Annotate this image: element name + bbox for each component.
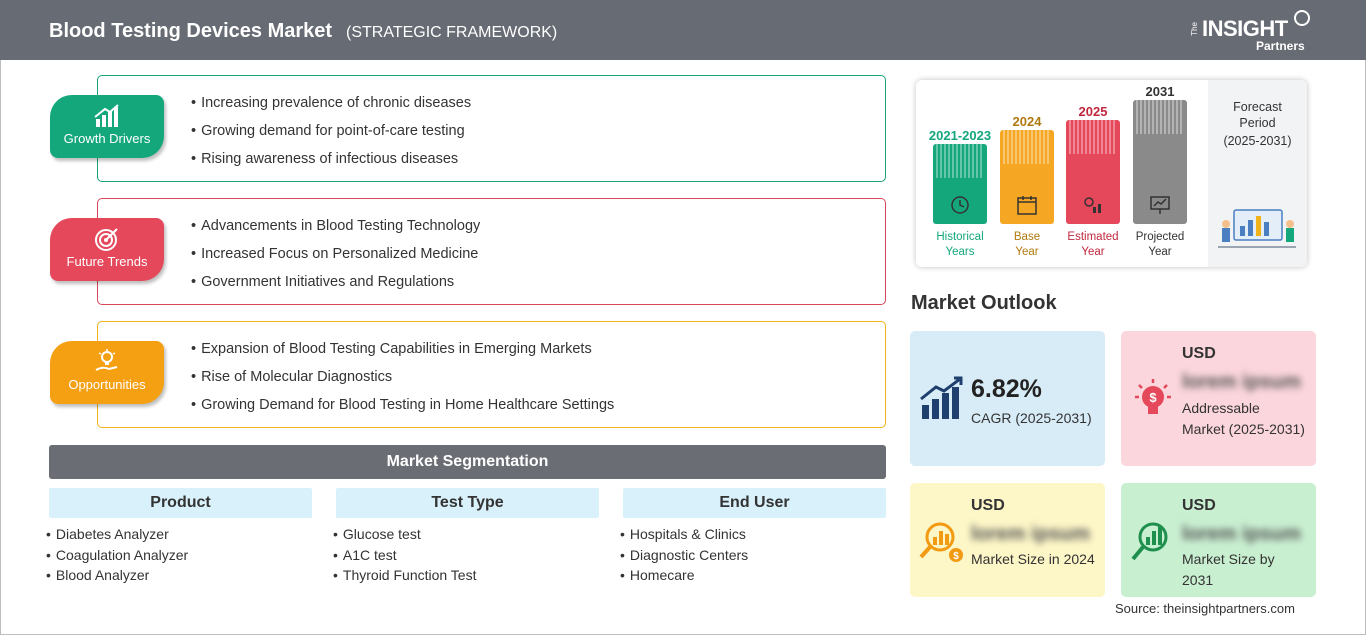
list-item: Expansion of Blood Testing Capabilities … bbox=[191, 341, 614, 369]
blurred-value: lorem ipsum bbox=[971, 523, 1090, 545]
estimated-year-bar bbox=[1066, 120, 1120, 224]
segment-product: Product Diabetes Analyzer Coagulation An… bbox=[49, 488, 312, 588]
list-item: Blood Analyzer bbox=[46, 567, 312, 588]
currency-label: USD bbox=[1182, 497, 1216, 514]
page-subtitle: (STRATEGIC FRAMEWORK) bbox=[346, 24, 558, 41]
magnifier-chart-icon: $ bbox=[919, 522, 963, 562]
future-trends-box: Advancements in Blood Testing Technology… bbox=[97, 198, 886, 305]
growth-drivers-box: Increasing prevalence of chronic disease… bbox=[97, 75, 886, 182]
bar-chart-growth-icon bbox=[94, 104, 119, 127]
year-label-historical: 2021-2023 bbox=[928, 128, 992, 143]
future-trends-tag: Future Trends bbox=[50, 218, 164, 281]
historical-years-bar bbox=[933, 144, 987, 224]
tag-label: Opportunities bbox=[68, 377, 146, 392]
cagr-label: CAGR (2025-2031) bbox=[971, 410, 1092, 426]
projected-year-bar bbox=[1133, 100, 1187, 224]
tag-label: Future Trends bbox=[66, 254, 148, 269]
list-item: Government Initiatives and Regulations bbox=[191, 274, 480, 302]
list-item: Hospitals & Clinics bbox=[620, 526, 886, 547]
lightbulb-dollar-icon: $ bbox=[1135, 379, 1171, 414]
year-label-base: 2024 bbox=[1012, 114, 1042, 129]
growth-chart-icon bbox=[920, 376, 963, 419]
list-item: Thyroid Function Test bbox=[333, 567, 599, 588]
list-item: Growing demand for point-of-care testing bbox=[191, 123, 471, 151]
lightbulb-hand-icon bbox=[95, 349, 118, 371]
insight-partners-logo[interactable]: The INSIGHT Partners bbox=[1190, 8, 1320, 54]
presentation-chart-icon bbox=[1150, 196, 1170, 214]
market-size-2024-card: $ USD lorem ipsum Market Size in 2024 bbox=[910, 483, 1105, 597]
opportunities-tag: Opportunities bbox=[50, 341, 164, 404]
list-item: Diagnostic Centers bbox=[620, 547, 886, 568]
market-outlook-title: Market Outlook bbox=[911, 292, 1057, 314]
list-item: Growing Demand for Blood Testing in Home… bbox=[191, 397, 614, 425]
svg-text:$: $ bbox=[953, 551, 959, 562]
segmentation-title: Market Segmentation bbox=[49, 445, 886, 479]
gear-chart-icon bbox=[1084, 197, 1101, 213]
currency-label: USD bbox=[1182, 345, 1216, 362]
segment-test-type: Test Type Glucose test A1C test Thyroid … bbox=[336, 488, 599, 588]
market-size-2031-card: USD lorem ipsum Market Size by 2031 bbox=[1121, 483, 1316, 597]
history-clock-icon bbox=[951, 196, 969, 214]
addressable-market-label: Addressable Market (2025-2031) bbox=[1182, 400, 1305, 437]
list-item: Increasing prevalence of chronic disease… bbox=[191, 95, 471, 123]
list-item: Rise of Molecular Diagnostics bbox=[191, 369, 614, 397]
list-item: Coagulation Analyzer bbox=[46, 547, 312, 568]
svg-text:$: $ bbox=[1149, 390, 1157, 405]
calendar-icon bbox=[1017, 196, 1037, 215]
addressable-market-card: $ USD lorem ipsum Addressable Market (20… bbox=[1121, 331, 1316, 466]
source-note[interactable]: Source: theinsightpartners.com bbox=[1115, 601, 1295, 616]
currency-label: USD bbox=[971, 497, 1005, 514]
target-icon bbox=[95, 228, 118, 251]
segment-header: Test Type bbox=[336, 488, 599, 518]
blurred-value: lorem ipsum bbox=[1182, 523, 1301, 545]
list-item: Glucose test bbox=[333, 526, 599, 547]
segment-header: End User bbox=[623, 488, 886, 518]
cagr-card: 6.82% CAGR (2025-2031) bbox=[910, 331, 1105, 466]
header-bar: Blood Testing Devices Market (STRATEGIC … bbox=[0, 0, 1366, 60]
list-item: A1C test bbox=[333, 547, 599, 568]
list-item: Increased Focus on Personalized Medicine bbox=[191, 246, 480, 274]
list-item: Advancements in Blood Testing Technology bbox=[191, 218, 480, 246]
analytics-people-illustration bbox=[1218, 209, 1296, 248]
list-item: Diabetes Analyzer bbox=[46, 526, 312, 547]
list-item: Homecare bbox=[620, 567, 886, 588]
base-year-bar bbox=[1000, 130, 1054, 224]
forecast-period: Forecast Period (2025-2031) bbox=[1223, 100, 1292, 148]
year-label-projected: 2031 bbox=[1145, 84, 1175, 99]
segment-end-user: End User Hospitals & Clinics Diagnostic … bbox=[623, 488, 886, 588]
timeline-card: Forecast Period (2025-2031) 2021-2023 Hi… bbox=[916, 80, 1307, 267]
magnifier-growth-icon bbox=[1131, 522, 1168, 561]
tag-label: Growth Drivers bbox=[63, 131, 151, 146]
year-label-estimated: 2025 bbox=[1078, 104, 1108, 119]
blurred-value: lorem ipsum bbox=[1182, 371, 1301, 393]
list-item: Rising awareness of infectious diseases bbox=[191, 151, 471, 179]
cagr-value: 6.82% bbox=[971, 375, 1042, 403]
segment-header: Product bbox=[49, 488, 312, 518]
page-title: Blood Testing Devices Market bbox=[49, 20, 333, 42]
market-size-2031-label: Market Size by 2031 bbox=[1182, 551, 1275, 588]
growth-drivers-tag: Growth Drivers bbox=[50, 95, 164, 158]
opportunities-box: Expansion of Blood Testing Capabilities … bbox=[97, 321, 886, 428]
market-size-2024-label: Market Size in 2024 bbox=[971, 551, 1095, 567]
